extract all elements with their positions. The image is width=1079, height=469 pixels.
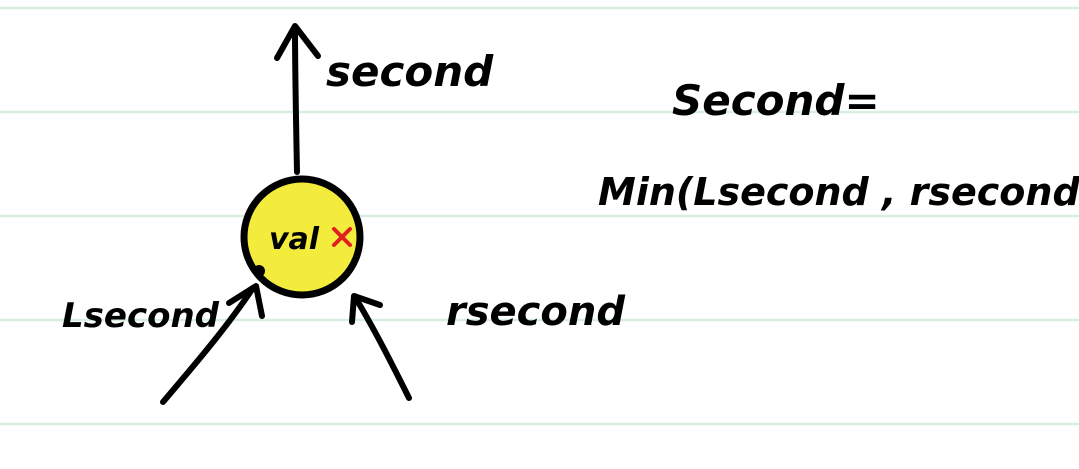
- left-input-arrow: [160, 283, 265, 405]
- output-arrow: [274, 23, 321, 175]
- node-anchor-dot: [253, 265, 265, 277]
- formula-line-2: Min(Lsecond , rsecond ): [598, 170, 1079, 214]
- formula-line-1: Second=: [672, 76, 880, 125]
- tree-node: val: [240, 175, 364, 299]
- red-x-mark-icon: [332, 227, 352, 247]
- node-circle: [240, 175, 364, 299]
- output-label: second: [326, 47, 494, 96]
- right-input-arrow: [349, 293, 412, 401]
- ruled-lines: [0, 6, 1079, 426]
- left-input-label: Lsecond: [62, 296, 220, 336]
- right-input-label: rsecond: [446, 289, 625, 335]
- node-label: val: [269, 222, 320, 257]
